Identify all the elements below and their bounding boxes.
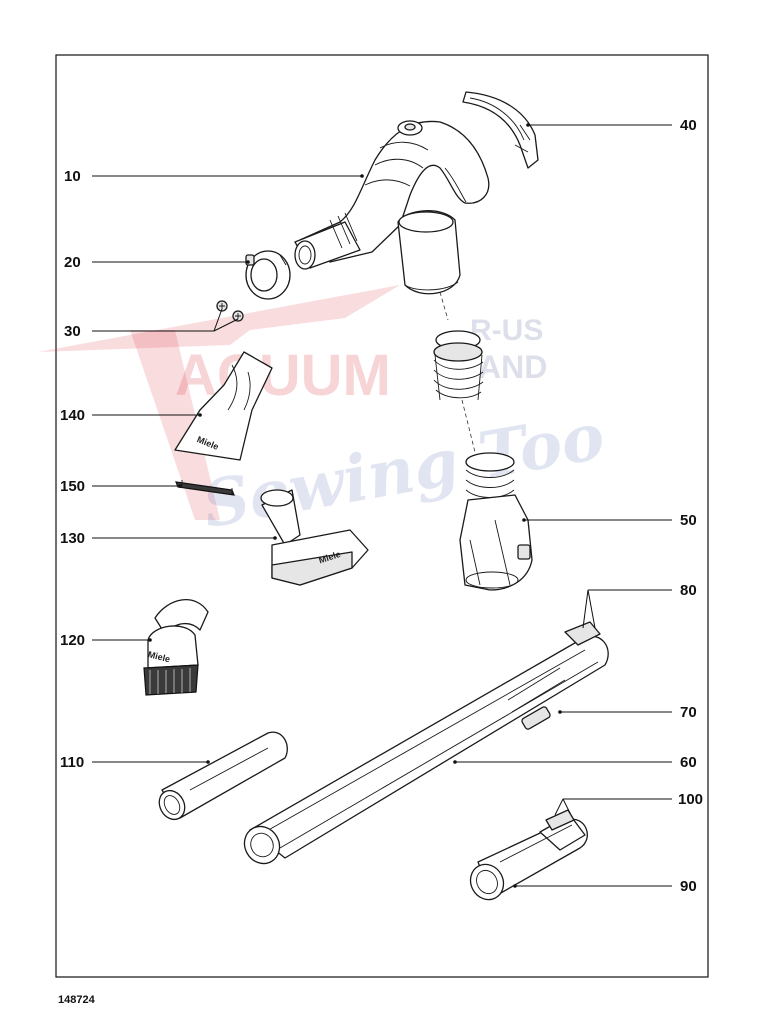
part-130-upholstery-tool: Miele <box>260 489 369 586</box>
callout-50: 50 <box>680 512 697 529</box>
drawing-frame <box>55 54 709 978</box>
part-110-tube <box>158 731 288 821</box>
part-40-handle-cover <box>462 91 539 169</box>
watermark-word-vacuum: ACUUM <box>175 343 391 408</box>
callout-150: 150 <box>60 478 85 495</box>
callout-90: 90 <box>680 878 697 895</box>
callout-130: 130 <box>60 530 85 547</box>
part-50-spring-upper <box>433 330 484 401</box>
watermark: ACUUM R-US AND Sewing Too <box>38 285 610 543</box>
part-10-handle <box>294 120 490 295</box>
callout-120: 120 <box>60 632 85 649</box>
watermark-script: Sewing Too <box>197 399 609 543</box>
callout-70: 70 <box>680 704 697 721</box>
callout-40: 40 <box>680 117 697 134</box>
callout-80: 80 <box>680 582 697 599</box>
callout-20: 20 <box>64 254 81 271</box>
callout-140: 140 <box>60 407 85 424</box>
part-60-wand <box>243 621 609 865</box>
part-20-ring <box>245 250 291 300</box>
part-90-extension <box>469 809 588 901</box>
leader-dots <box>148 123 562 888</box>
leader-lines <box>92 124 672 887</box>
part-150-strip <box>175 480 235 496</box>
part-140-nozzle: Miele <box>174 351 273 461</box>
watermark-word-and: AND <box>478 349 547 385</box>
callout-110: 110 <box>60 754 84 771</box>
drawing-code: 148724 <box>58 994 96 1006</box>
callout-30: 30 <box>64 323 81 340</box>
part-50-hose-connector <box>459 452 533 591</box>
watermark-word-r-us: R-US <box>470 314 543 347</box>
part-120-dusting-brush: Miele <box>143 599 209 696</box>
assembly-axis <box>439 291 476 453</box>
callout-60: 60 <box>680 754 697 771</box>
part-30-screws <box>216 300 244 322</box>
watermark-red-v <box>130 330 220 520</box>
callout-labels: 10 20 30 40 50 60 70 80 90 100 110 120 1… <box>60 117 703 895</box>
callout-100: 100 <box>678 791 703 808</box>
callout-10: 10 <box>64 168 81 185</box>
